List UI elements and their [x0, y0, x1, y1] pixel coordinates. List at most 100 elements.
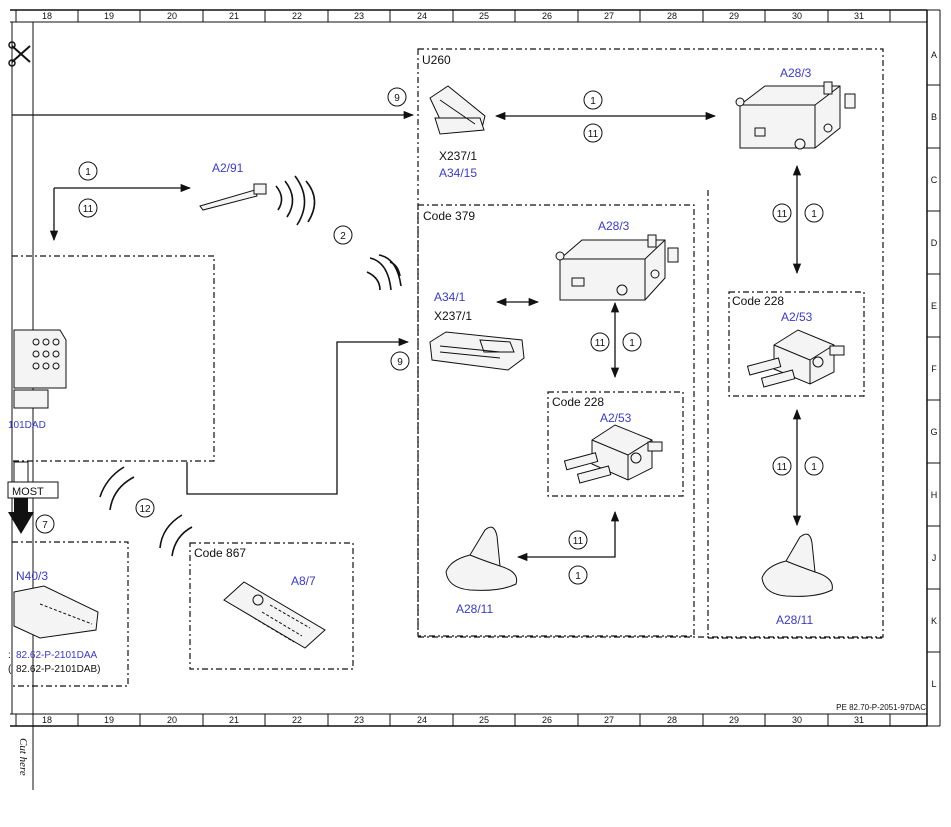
code228-inner-box	[547, 391, 684, 497]
code379-label: Code 379	[423, 209, 475, 223]
label-most: MOST	[12, 486, 44, 498]
label-a8-7: A8/7	[291, 574, 316, 588]
side-tick-a: A	[931, 50, 937, 60]
code867-box	[189, 542, 354, 670]
side-tick-l: L	[931, 679, 936, 689]
u260-label: U260	[422, 53, 451, 67]
bottom-tick-23: 23	[354, 715, 364, 725]
marker-1-top: 1	[583, 90, 603, 110]
svg-text:1: 1	[629, 338, 635, 349]
wireless-waves-a2-91	[275, 175, 316, 226]
svg-text:1: 1	[590, 96, 596, 107]
bottom-tick-18: 18	[42, 715, 52, 725]
svg-text:7: 7	[42, 520, 48, 531]
bottom-tick-19: 19	[104, 715, 114, 725]
label-a2-53-inner: A2/53	[600, 411, 632, 425]
bottom-tick-29: 29	[729, 715, 739, 725]
top-tick-26: 26	[542, 11, 552, 21]
bottom-tick-20: 20	[167, 715, 177, 725]
label-a2-53-right: A2/53	[781, 310, 813, 324]
bottom-tick-24: 24	[417, 715, 427, 725]
u260-right-division	[707, 190, 883, 639]
svg-text:2: 2	[340, 231, 346, 242]
top-tick-22: 22	[292, 11, 302, 21]
svg-text:1: 1	[811, 462, 817, 473]
ref-bracket-1: :	[8, 650, 11, 661]
top-tick-31: 31	[854, 11, 864, 21]
side-tick-j: J	[932, 553, 937, 563]
marker-1-bottom: 1	[568, 565, 588, 585]
top-tick-30: 30	[792, 11, 802, 21]
marker-11-right-bottom: 11	[772, 456, 792, 476]
side-tick-k: K	[931, 616, 937, 626]
top-tick-20: 20	[167, 11, 177, 21]
code228-inner-label: Code 228	[552, 395, 604, 409]
top-tick-27: 27	[604, 11, 614, 21]
top-tick-29: 29	[729, 11, 739, 21]
label-x237-1-mid: X237/1	[434, 309, 472, 323]
a34-1-telephone-cradle-icon	[429, 331, 525, 371]
bottom-tick-30: 30	[792, 715, 802, 725]
most-connector-icon	[7, 461, 59, 534]
label-n40-3: N40/3	[16, 569, 48, 583]
label-a28-11-right: A28/11	[776, 613, 813, 627]
a8-7-remote-control-icon	[223, 581, 326, 649]
wireless-waves-code379	[366, 254, 402, 291]
wireless-waves-remote	[99, 466, 193, 557]
top-tick-23: 23	[354, 11, 364, 21]
top-tick-18: 18	[42, 11, 52, 21]
scissors-icon	[8, 41, 31, 67]
a28-3-module-mid-icon	[555, 234, 679, 301]
marker-1-mid: 1	[622, 332, 642, 352]
marker-1-right-top: 1	[804, 203, 824, 223]
marker-11-right-top: 11	[772, 203, 792, 223]
svg-text:1: 1	[85, 167, 91, 178]
bottom-tick-21: 21	[229, 715, 239, 725]
line-a2-53-to-a28-11	[516, 510, 620, 562]
label-x237-1-top: X237/1	[439, 149, 477, 163]
bottom-tick-28: 28	[667, 715, 677, 725]
top-tick-25: 25	[479, 11, 489, 21]
top-tick-28: 28	[667, 11, 677, 21]
label-a34-15: A34/15	[439, 166, 477, 180]
code228-right-label: Code 228	[732, 294, 784, 308]
svg-text:11: 11	[83, 204, 94, 215]
marker-7: 7	[35, 514, 55, 534]
a2-53-splitter-right-icon	[746, 329, 845, 388]
label-a28-11-left: A28/11	[456, 602, 493, 616]
code379-box	[417, 204, 695, 637]
label-2101dab: 82.62-P-2101DAB)	[16, 664, 101, 675]
svg-text:9: 9	[394, 93, 400, 104]
side-tick-h: H	[931, 490, 938, 500]
a28-11-shark-fin-right-icon	[761, 533, 833, 597]
svg-text:1: 1	[575, 571, 581, 582]
bottom-tick-26: 26	[542, 715, 552, 725]
bottom-tick-27: 27	[604, 715, 614, 725]
x237-1-connector-icon	[429, 85, 486, 135]
top-tick-19: 19	[104, 11, 114, 21]
line-to-a34-1	[186, 337, 410, 495]
a28-11-shark-fin-left-icon	[445, 526, 518, 591]
bottom-ruler: 18 19 20 21 22 23 24 25 26 27 28 29 30 3…	[15, 714, 891, 726]
label-101dad: 101DAD	[8, 420, 46, 431]
marker-1-right-bottom: 1	[804, 456, 824, 476]
svg-text:11: 11	[573, 536, 584, 547]
bottom-tick-22: 22	[292, 715, 302, 725]
label-a2-91: A2/91	[212, 161, 244, 175]
marker-11-bottom: 11	[568, 530, 588, 550]
svg-text:11: 11	[595, 338, 606, 349]
top-tick-24: 24	[417, 11, 427, 21]
marker-9-top: 9	[387, 87, 407, 107]
n40-3-box	[12, 541, 129, 687]
marker-11-left: 11	[78, 198, 98, 218]
label-a28-3-mid: A28/3	[598, 219, 630, 233]
side-tick-f: F	[931, 364, 937, 374]
bottom-tick-31: 31	[854, 715, 864, 725]
head-unit-icon	[13, 329, 67, 409]
side-tick-c: C	[931, 175, 938, 185]
svg-text:11: 11	[777, 462, 788, 473]
svg-text:12: 12	[139, 504, 151, 515]
side-tick-e: E	[931, 301, 937, 311]
cut-here-label: Cut here	[17, 738, 29, 776]
marker-1-left: 1	[78, 161, 98, 181]
